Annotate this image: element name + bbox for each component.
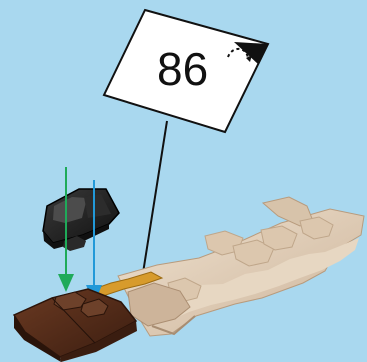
step-number: 86: [157, 43, 208, 95]
